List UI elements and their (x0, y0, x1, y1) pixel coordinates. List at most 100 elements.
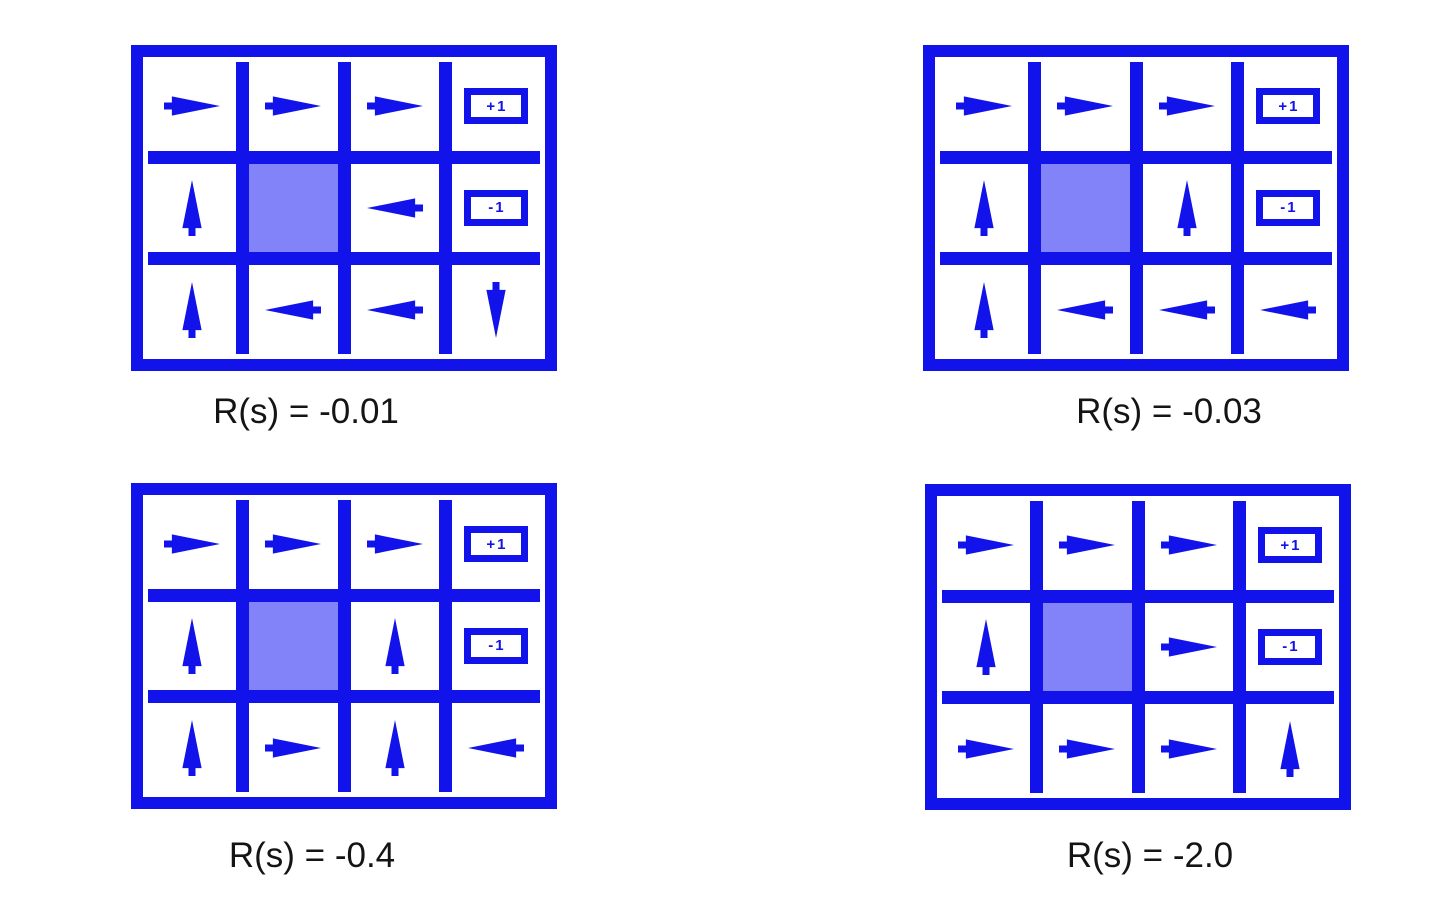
cell-terminal-minus-one: -1 (1243, 163, 1332, 253)
arrow-left-icon (366, 198, 423, 218)
policy-grid-cells: +1 -1 (148, 500, 540, 792)
cell-arrow-up (940, 265, 1029, 354)
policy-grid-cells: +1 -1 (148, 62, 540, 354)
cell-arrow-right (1142, 62, 1231, 151)
cell-arrow-right (350, 62, 439, 151)
arrow-right-icon (366, 534, 423, 554)
terminal-minus-one-box: -1 (1255, 189, 1320, 226)
cell-arrow-right (249, 62, 338, 151)
arrow-up-icon (1177, 179, 1197, 236)
cell-arrow-up (942, 602, 1031, 692)
cell-arrow-left (1041, 265, 1130, 354)
arrow-left-icon (1259, 300, 1316, 320)
cell-arrow-left (451, 703, 540, 792)
cell-arrow-right (1144, 501, 1233, 590)
arrow-right-icon (1059, 535, 1116, 555)
cell-arrow-right (1144, 704, 1233, 793)
cell-arrow-left (1142, 265, 1231, 354)
arrow-right-icon (164, 96, 221, 116)
grid-caption: R(s) = -0.4 (228, 836, 396, 875)
arrow-right-icon (958, 535, 1015, 555)
cell-arrow-up (148, 265, 237, 354)
cell-wall (1043, 602, 1132, 692)
cell-arrow-right (1144, 602, 1233, 692)
grid-caption: R(s) = -2.0 (1066, 836, 1234, 875)
cell-arrow-right (1041, 62, 1130, 151)
arrow-right-icon (1160, 535, 1217, 555)
arrow-right-icon (164, 534, 221, 554)
terminal-minus-one-box: -1 (463, 627, 528, 664)
arrow-right-icon (265, 738, 322, 758)
policy-grid-cells: +1 -1 (942, 501, 1334, 793)
cell-terminal-plus-one: +1 (451, 500, 540, 589)
arrow-right-icon (1160, 739, 1217, 759)
cell-terminal-plus-one: +1 (1245, 501, 1334, 590)
arrow-up-icon (385, 617, 405, 674)
arrow-right-icon (958, 739, 1015, 759)
terminal-plus-one-box: +1 (1257, 527, 1322, 564)
cell-terminal-plus-one: +1 (1243, 62, 1332, 151)
arrow-left-icon (1158, 300, 1215, 320)
terminal-plus-one-box: +1 (463, 526, 528, 563)
arrow-up-icon (182, 719, 202, 776)
policy-grid-r-0.4: +1 -1 (131, 483, 557, 809)
terminal-plus-one-box: +1 (463, 88, 528, 125)
cell-arrow-left (249, 265, 338, 354)
cell-arrow-up (148, 601, 237, 691)
terminal-minus-one-box: -1 (1257, 628, 1322, 665)
cell-arrow-right (940, 62, 1029, 151)
arrow-right-icon (1158, 96, 1215, 116)
arrow-right-icon (1059, 739, 1116, 759)
cell-arrow-left (350, 163, 439, 253)
grid-caption: R(s) = -0.03 (1076, 392, 1262, 431)
cell-arrow-down (451, 265, 540, 354)
arrow-left-icon (366, 300, 423, 320)
cell-arrow-right (942, 704, 1031, 793)
policy-grid-r-0.01: +1 -1 (131, 45, 557, 371)
arrow-left-icon (467, 738, 524, 758)
arrow-right-icon (265, 534, 322, 554)
cell-arrow-up (148, 163, 237, 253)
cell-arrow-right (1043, 501, 1132, 590)
arrow-right-icon (1160, 637, 1217, 657)
cell-wall (249, 601, 338, 691)
cell-arrow-left (1243, 265, 1332, 354)
arrow-down-icon (486, 281, 506, 338)
cell-arrow-right (350, 500, 439, 589)
cell-wall (249, 163, 338, 253)
cell-arrow-up (940, 163, 1029, 253)
arrow-up-icon (974, 281, 994, 338)
cell-arrow-up (350, 703, 439, 792)
arrow-up-icon (182, 179, 202, 236)
terminal-minus-one-box: -1 (463, 189, 528, 226)
cell-arrow-right (1043, 704, 1132, 793)
arrow-left-icon (1057, 300, 1114, 320)
policy-grid-cells: +1 -1 (940, 62, 1332, 354)
arrow-right-icon (1057, 96, 1114, 116)
arrow-right-icon (265, 96, 322, 116)
arrow-up-icon (974, 179, 994, 236)
cell-arrow-up (350, 601, 439, 691)
cell-arrow-up (1142, 163, 1231, 253)
arrow-up-icon (385, 719, 405, 776)
arrow-up-icon (1280, 720, 1300, 777)
cell-terminal-minus-one: -1 (1245, 602, 1334, 692)
terminal-plus-one-box: +1 (1255, 88, 1320, 125)
cell-terminal-minus-one: -1 (451, 163, 540, 253)
policy-grid-r-0.03: +1 -1 (923, 45, 1349, 371)
arrow-left-icon (265, 300, 322, 320)
cell-terminal-plus-one: +1 (451, 62, 540, 151)
cell-arrow-left (350, 265, 439, 354)
cell-arrow-right (942, 501, 1031, 590)
arrow-right-icon (366, 96, 423, 116)
arrow-up-icon (976, 618, 996, 675)
cell-arrow-right (249, 703, 338, 792)
policy-grid-r-2.0: +1 -1 (925, 484, 1351, 810)
cell-terminal-minus-one: -1 (451, 601, 540, 691)
arrow-up-icon (182, 617, 202, 674)
cell-arrow-right (148, 500, 237, 589)
cell-arrow-right (148, 62, 237, 151)
cell-arrow-right (249, 500, 338, 589)
cell-wall (1041, 163, 1130, 253)
